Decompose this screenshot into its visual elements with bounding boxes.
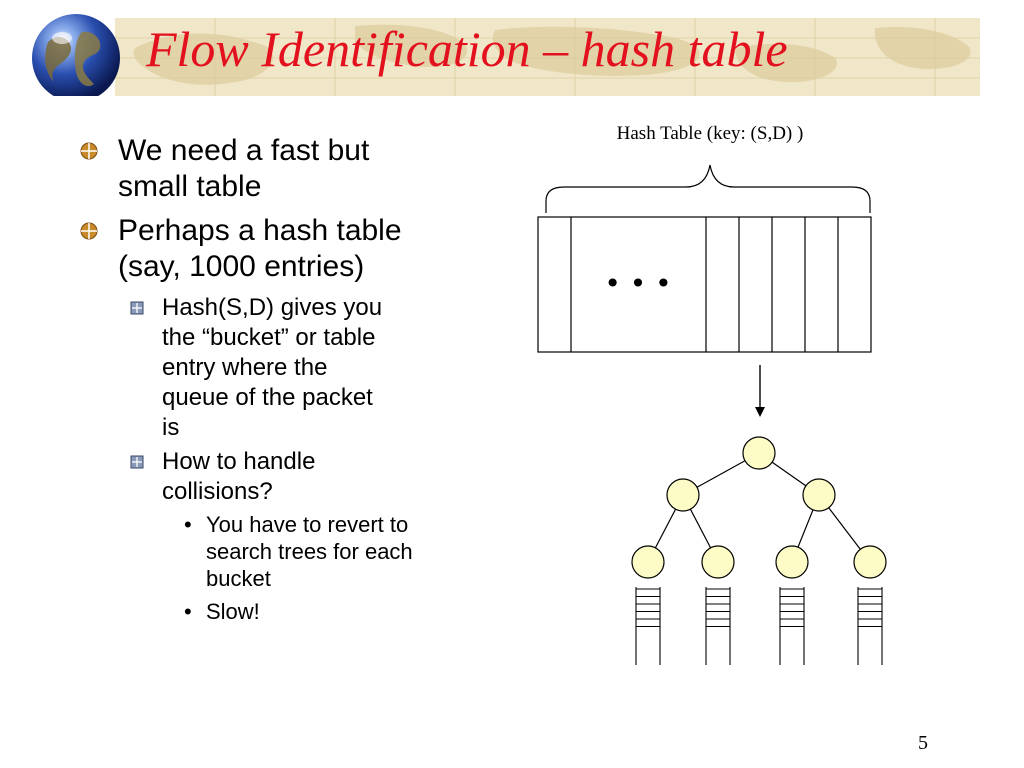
bullet-text: Perhaps a hash table (say, 1000 entries) [118,214,402,283]
world-map-watermark [115,18,980,96]
hash-table-label: Hash Table (key: (S,D) ) [617,123,804,144]
table-brace [545,164,871,213]
square-bullet-icon [130,455,144,469]
tree-leaf [775,545,809,579]
hash-table-box [537,216,872,353]
target-bullet-icon [80,222,98,240]
target-bullet-icon [80,142,98,160]
tree-leaf [701,545,735,579]
slide-title: Flow Identification – hash table [146,21,788,77]
tree-leaf [631,545,665,579]
subsubbullet-text: You have to revert to search trees for e… [206,512,413,591]
square-bullet-icon [130,301,144,315]
globe-icon [32,14,120,96]
subbullet-item: How to handle collisions? [128,447,392,507]
dot-bullet: • [184,512,192,537]
tree-node-root [742,436,776,470]
tree-leaf [853,545,887,579]
page-number: 5 [918,732,928,754]
bullet-text: We need a fast but small table [118,134,370,203]
subbullet-text: How to handle collisions? [162,448,316,505]
hash-table-diagram: Hash Table (key: (S,D) ) • • • [537,123,887,665]
tree-node [802,478,836,512]
bullet-list: We need a fast but small table Perhaps a… [80,133,430,631]
subbullet-text: Hash(S,D) gives you the “bucket” or tabl… [162,294,383,441]
bullet-item: Perhaps a hash table (say, 1000 entries) [80,213,430,285]
packet-queues [635,587,883,665]
dot-bullet: • [184,599,192,624]
pointer-arrow-head [755,407,765,417]
packet-queue [705,587,731,665]
subsubbullet-item: • Slow! [184,598,426,625]
subbullet-item: Hash(S,D) gives you the “bucket” or tabl… [128,293,392,443]
tree-node [666,478,700,512]
table-ellipsis: • • • [604,267,671,300]
packet-queue [635,587,661,665]
subsubbullet-item: • You have to revert to search trees for… [184,511,426,592]
bullet-item: We need a fast but small table [80,133,430,205]
subsubbullet-text: Slow! [206,599,260,624]
title-banner: Flow Identification – hash table [0,0,980,96]
packet-queue [857,587,883,665]
packet-queue [779,587,805,665]
